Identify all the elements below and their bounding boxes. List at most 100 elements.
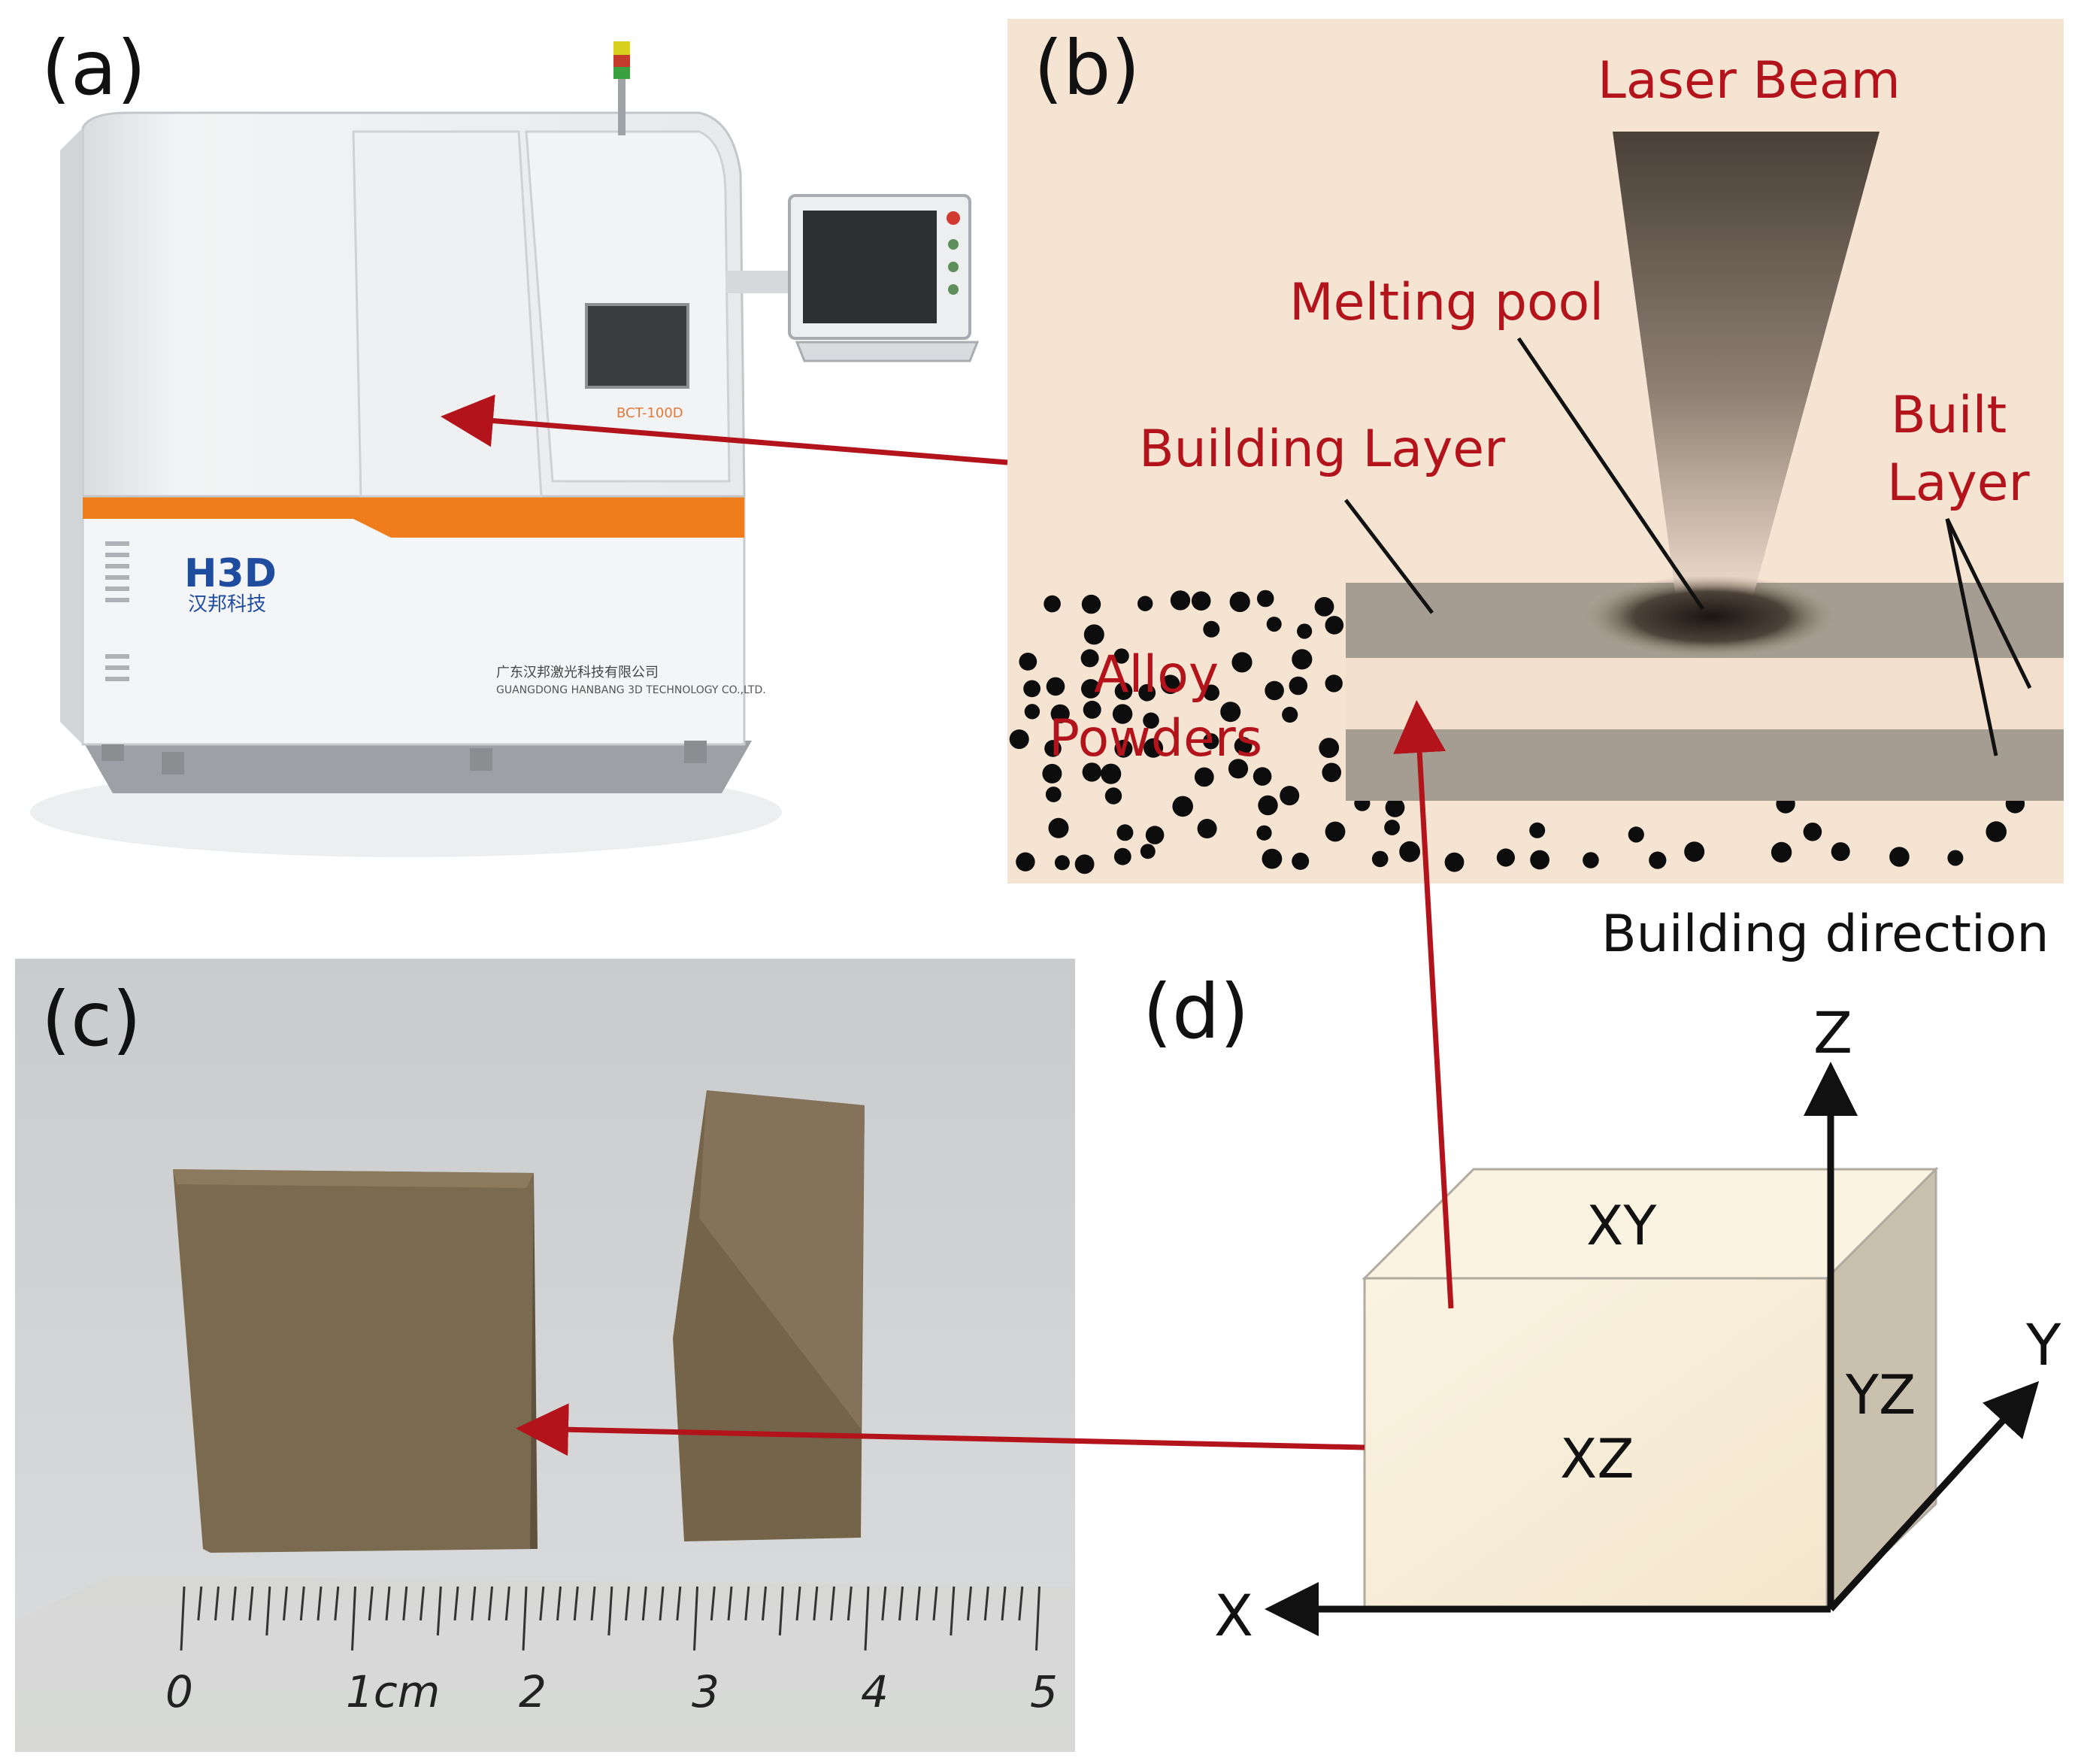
powder-particle <box>1024 704 1041 720</box>
panel-a: BCT-100D H3D 汉邦科技 广东汉邦激光科技有限公司 G <box>30 24 980 857</box>
laser-beam-cone <box>1613 132 1880 602</box>
powder-particle <box>1292 852 1310 870</box>
brand-logo: H3D <box>184 551 277 596</box>
ruler-tick <box>385 1586 391 1621</box>
powder-particle <box>1101 763 1122 784</box>
company-cn: 广东汉邦激光科技有限公司 <box>496 665 659 680</box>
building-layer-label: Building Layer <box>1139 420 1505 479</box>
axis-x-label: X <box>1214 1582 1253 1649</box>
ruler-tick <box>471 1586 477 1621</box>
ruler-tick <box>1001 1586 1007 1621</box>
built-layer-band-2 <box>1346 729 2064 801</box>
ruler-tick <box>334 1586 340 1621</box>
powder-particle <box>1319 738 1340 758</box>
built-layer-band-1 <box>1346 658 2064 729</box>
melting-pool-leader <box>1516 337 1705 611</box>
powder-particle <box>1042 763 1062 783</box>
ruler-label-0: 0 <box>165 1666 193 1717</box>
powder-particle <box>1112 704 1133 724</box>
powder-particle <box>1292 649 1313 670</box>
ruler-tick <box>522 1586 528 1651</box>
ruler-tick <box>625 1586 630 1621</box>
powder-particle <box>1140 844 1156 859</box>
built-layer-label-1: Built <box>1891 386 2007 445</box>
powder-particle <box>1385 798 1405 817</box>
ruler-tick <box>488 1586 493 1621</box>
built-layer-label-2: Layer <box>1887 453 2030 513</box>
ruler-tick <box>436 1586 442 1636</box>
model-label: BCT-100D <box>616 405 683 421</box>
ruler-label-4: 4 <box>861 1666 889 1717</box>
powder-particle <box>1831 842 1850 862</box>
powder-particle <box>1046 677 1065 696</box>
panel-a-label: (a) <box>41 24 146 112</box>
powder-particle <box>1325 674 1343 693</box>
ruler-tick <box>659 1586 665 1621</box>
melting-pool <box>1583 575 1838 658</box>
ruler-tick <box>1018 1586 1024 1621</box>
ruler-tick <box>847 1586 853 1621</box>
powder-particle <box>1228 759 1249 779</box>
powder-particle <box>1265 680 1284 701</box>
machine-photo: BCT-100D H3D 汉邦科技 广东汉邦激光科技有限公司 G <box>30 41 980 857</box>
powder-particle <box>1048 817 1069 838</box>
ruler-tick <box>231 1586 237 1621</box>
powder-particle <box>1082 762 1102 782</box>
powder-particle <box>1074 854 1095 874</box>
connector-arrows <box>441 394 1454 1456</box>
ruler-tick <box>453 1586 459 1621</box>
panel-c: 0 1cm 2 3 4 5 (c) <box>15 959 1075 1752</box>
powder-particle <box>1297 623 1313 639</box>
powder-particle <box>1628 826 1644 843</box>
powder-particle <box>1104 787 1122 805</box>
powder-particle <box>1583 852 1599 868</box>
powder-particle <box>1116 824 1134 841</box>
powder-particle <box>1203 620 1220 638</box>
powder-particle <box>1144 738 1164 758</box>
powder-particle <box>1203 684 1219 701</box>
alloy-label-2: Powders <box>1049 709 1262 768</box>
powder-particle <box>1684 841 1705 862</box>
powder-particle <box>1203 733 1219 750</box>
powder-particle <box>1197 819 1217 838</box>
ruler-tick <box>744 1586 750 1621</box>
ruler-tick <box>351 1586 356 1651</box>
powder-particle <box>1231 652 1253 673</box>
powder-particle <box>1322 762 1341 783</box>
ruler-tick <box>504 1586 510 1621</box>
ruler-tick <box>813 1586 819 1621</box>
ruler-tick <box>283 1586 288 1621</box>
powder-particle <box>1137 596 1153 611</box>
ruler-photo <box>15 1575 1075 1752</box>
powder-particle <box>1384 820 1400 835</box>
powder-particle <box>1399 841 1420 862</box>
melting-pool-label: Melting pool <box>1289 273 1604 332</box>
ruler-tick <box>590 1586 596 1621</box>
panel-d: Building direction Z Y X XY XZ YZ (d) <box>1143 905 2061 1649</box>
powder-particle <box>1253 767 1272 786</box>
ruler-tick <box>693 1586 698 1651</box>
face-xy-label: XY <box>1586 1194 1657 1257</box>
ruler-tick <box>641 1586 647 1621</box>
building-layer-leader <box>1344 499 1434 614</box>
axis-z-label: Z <box>1813 999 1852 1066</box>
axis-y-line <box>1828 1381 2040 1612</box>
ruler-tick <box>317 1586 323 1621</box>
powder-particle <box>1282 706 1298 723</box>
powder-particle <box>1016 852 1035 871</box>
powder-particle <box>1160 674 1180 694</box>
powder-particle <box>1170 590 1191 611</box>
powder-particle <box>1771 841 1792 863</box>
powder-particle <box>1138 683 1156 702</box>
laser-beam-label: Laser Beam <box>1598 51 1901 111</box>
powder-particle <box>1947 850 1964 866</box>
powder-particle <box>1289 676 1308 696</box>
ruler-tick <box>676 1586 682 1621</box>
panel-c-label: (c) <box>41 975 141 1063</box>
ruler-tick <box>932 1586 938 1621</box>
powder-particles <box>1009 590 2025 874</box>
ruler-tick <box>248 1586 254 1621</box>
powder-particle <box>1266 617 1282 632</box>
powder-particle <box>1083 700 1101 719</box>
ruler-tick <box>898 1586 904 1621</box>
